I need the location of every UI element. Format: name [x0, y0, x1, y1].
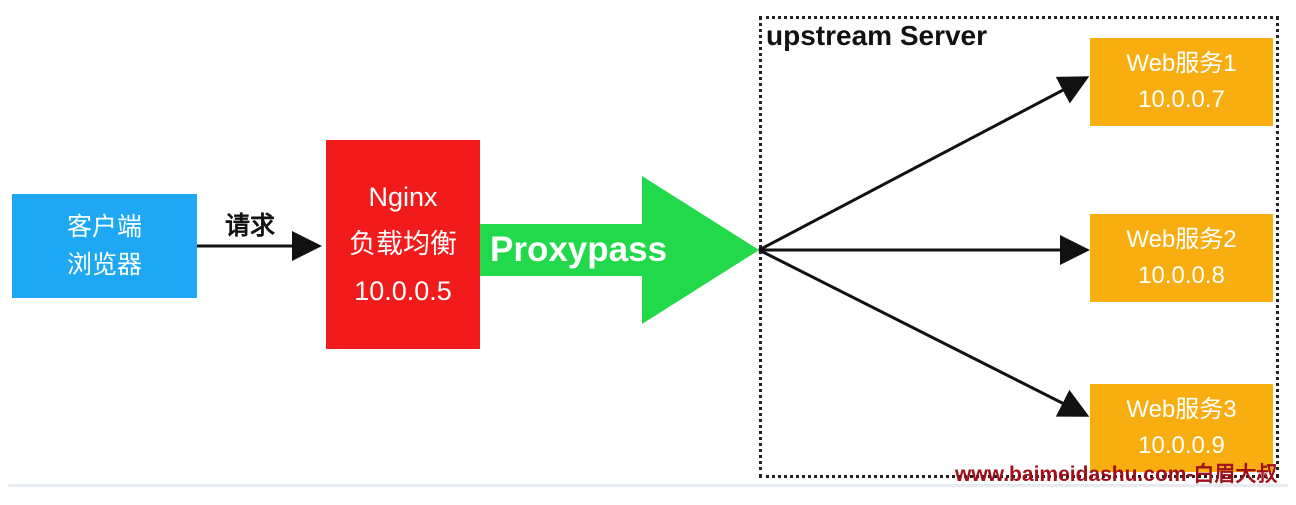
upstream-arrow-3 — [758, 248, 1090, 417]
web-server-ip: 10.0.0.7 — [1138, 86, 1225, 113]
request-label: 请求 — [225, 212, 276, 240]
web-server-ip: 10.0.0.8 — [1138, 262, 1225, 289]
client-label-line-1: 客户端 — [66, 213, 142, 241]
watermark-text: www.baimeidashu.com-白眉大叔 — [955, 463, 1278, 486]
upstream-server-group — [759, 16, 1279, 478]
nginx-label-line-3: 10.0.0.5 — [354, 276, 452, 306]
web-server-node-1: Web服务1 10.0.0.7 — [1090, 38, 1273, 126]
nginx-label-line-1: Nginx — [368, 182, 438, 212]
web-server-node-3: Web服务3 10.0.0.9 — [1090, 384, 1273, 472]
web-server-name: Web服务2 — [1126, 226, 1237, 253]
web-server-name: Web服务1 — [1126, 50, 1237, 77]
bottom-divider — [8, 484, 1288, 487]
client-browser-node: 客户端 浏览器 — [12, 194, 197, 298]
web-server-name: Web服务3 — [1126, 396, 1237, 423]
upstream-arrow-1 — [758, 76, 1090, 252]
client-label-line-2: 浏览器 — [66, 251, 142, 279]
proxypass-label: Proxypass — [490, 230, 668, 269]
web-server-node-2: Web服务2 10.0.0.8 — [1090, 214, 1273, 302]
upstream-title: upstream Server — [766, 20, 988, 51]
web-server-ip: 10.0.0.9 — [1138, 432, 1225, 459]
nginx-load-balancer-node: Nginx 负载均衡 10.0.0.5 — [326, 140, 480, 349]
proxypass-arrow — [480, 176, 759, 324]
nginx-label-line-2: 负载均衡 — [349, 229, 457, 259]
